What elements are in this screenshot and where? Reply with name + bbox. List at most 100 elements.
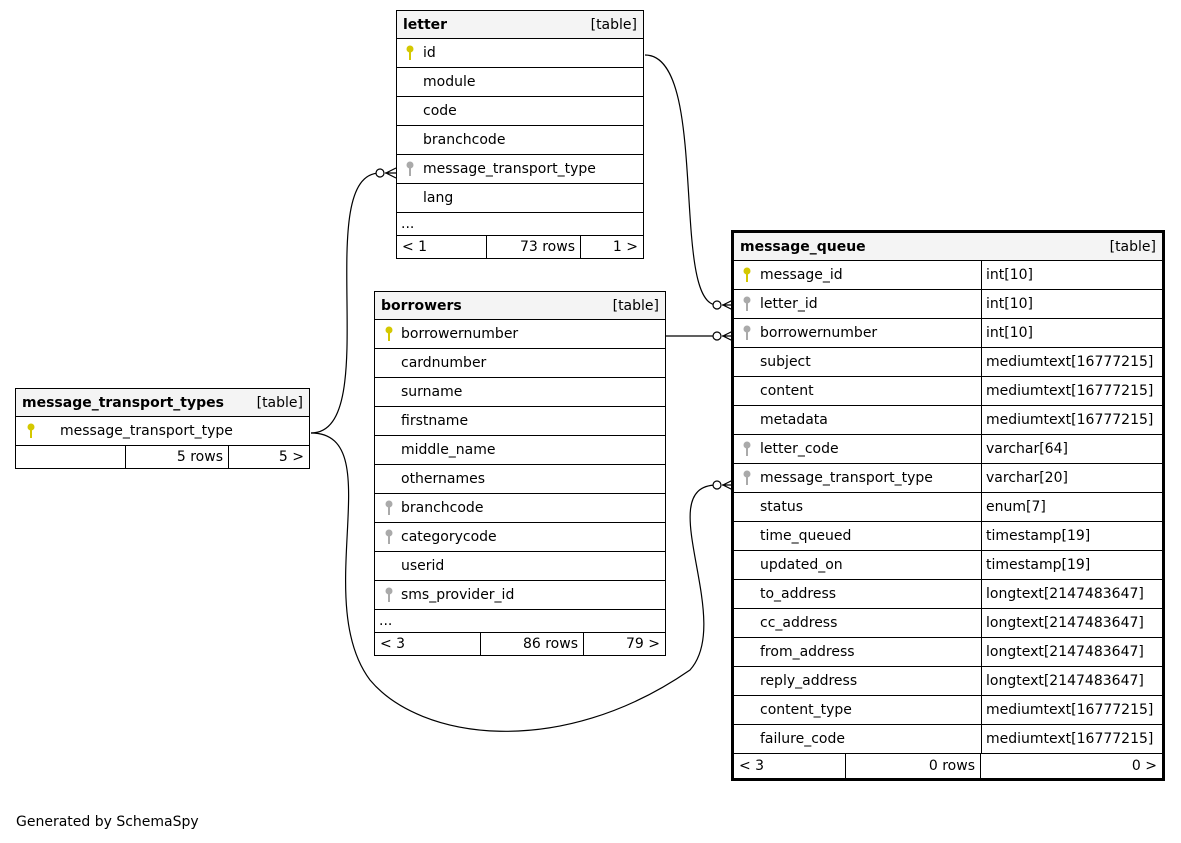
column-name: middle_name: [401, 442, 496, 458]
foreign-key-icon: [384, 587, 394, 607]
column-name: reply_address: [760, 673, 858, 689]
column-row[interactable]: letter_code varchar[64]: [734, 435, 1162, 464]
column-type: mediumtext[16777215]: [981, 725, 1162, 753]
column-name: lang: [423, 190, 454, 206]
column-name: message_transport_type: [60, 423, 233, 439]
column-row[interactable]: cc_address longtext[2147483647]: [734, 609, 1162, 638]
column-name: cc_address: [760, 615, 838, 631]
foreign-key-icon: [742, 296, 752, 316]
foreign-key-icon: [742, 325, 752, 345]
column-type: timestamp[19]: [981, 551, 1162, 579]
column-type: longtext[2147483647]: [981, 609, 1162, 637]
column-row[interactable]: categorycode: [375, 523, 665, 552]
children-count[interactable]: 5 >: [278, 449, 304, 465]
column-row[interactable]: branchcode: [375, 494, 665, 523]
column-name: module: [423, 74, 476, 90]
column-name: from_address: [760, 644, 855, 660]
table-name: message_queue: [740, 238, 866, 255]
row-count: 0 rows: [846, 754, 981, 778]
column-name: subject: [760, 354, 811, 370]
children-count[interactable]: 79 >: [626, 636, 660, 652]
column-name: status: [760, 499, 804, 515]
parents-count[interactable]: [16, 446, 126, 468]
column-name: branchcode: [401, 500, 484, 516]
foreign-key-icon: [384, 500, 394, 520]
column-name: userid: [401, 558, 445, 574]
primary-key-icon: [26, 423, 36, 443]
column-name: content: [760, 383, 814, 399]
table-footer: < 1 73 rows 1 >: [397, 236, 643, 258]
column-row[interactable]: module: [397, 68, 643, 97]
column-row[interactable]: branchcode: [397, 126, 643, 155]
generator-caption: Generated by SchemaSpy: [16, 814, 199, 830]
row-count: 73 rows: [487, 236, 581, 258]
column-type: varchar[64]: [981, 435, 1162, 463]
column-name: code: [423, 103, 457, 119]
table-name: borrowers: [381, 297, 462, 314]
edge-transport-types-to-message-queue: [310, 432, 718, 732]
parents-count[interactable]: < 1: [397, 236, 487, 258]
column-row[interactable]: othernames: [375, 465, 665, 494]
column-type: int[10]: [981, 261, 1162, 289]
column-type: longtext[2147483647]: [981, 638, 1162, 666]
table-borrowers[interactable]: borrowers [table] borrowernumber cardnum…: [374, 291, 666, 656]
table-kind: [table]: [612, 297, 659, 314]
children-count[interactable]: 1 >: [612, 239, 638, 255]
table-header: message_transport_types [table]: [16, 389, 309, 417]
table-header: message_queue [table]: [734, 233, 1162, 261]
table-letter[interactable]: letter [table] id module code branchcode…: [396, 10, 644, 259]
foreign-key-icon: [742, 470, 752, 490]
row-count: 5 rows: [126, 446, 229, 468]
table-name: letter: [403, 16, 448, 33]
column-type: varchar[20]: [981, 464, 1162, 492]
table-footer: < 3 86 rows 79 >: [375, 633, 665, 655]
table-footer: < 3 0 rows 0 >: [734, 754, 1162, 778]
column-row[interactable]: surname: [375, 378, 665, 407]
primary-key-icon: [742, 267, 752, 287]
column-row[interactable]: code: [397, 97, 643, 126]
children-count[interactable]: 0 >: [1131, 758, 1157, 774]
column-row[interactable]: from_address longtext[2147483647]: [734, 638, 1162, 667]
edge-transport-types-to-letter: [310, 172, 381, 434]
parents-count[interactable]: < 3: [734, 754, 846, 778]
column-name: branchcode: [423, 132, 506, 148]
edge-letter-to-message-queue: [644, 54, 718, 306]
column-row[interactable]: firstname: [375, 407, 665, 436]
column-row[interactable]: message_transport_type: [397, 155, 643, 184]
column-row[interactable]: borrowernumber: [375, 320, 665, 349]
column-row[interactable]: userid: [375, 552, 665, 581]
column-name: letter_code: [760, 441, 839, 457]
table-kind: [table]: [590, 16, 637, 33]
parents-count[interactable]: < 3: [375, 633, 481, 655]
column-row[interactable]: middle_name: [375, 436, 665, 465]
column-row[interactable]: cardnumber: [375, 349, 665, 378]
column-row[interactable]: lang: [397, 184, 643, 213]
table-message-transport-types[interactable]: message_transport_types [table] message_…: [15, 388, 310, 469]
more-columns-indicator: ...: [375, 610, 665, 633]
foreign-key-icon: [405, 161, 415, 181]
table-footer: 5 rows 5 >: [16, 446, 309, 468]
column-name: message_transport_type: [423, 161, 596, 177]
table-name: message_transport_types: [22, 394, 224, 411]
column-row[interactable]: message_transport_type: [16, 417, 309, 446]
column-name: othernames: [401, 471, 486, 487]
column-row[interactable]: id: [397, 39, 643, 68]
column-row[interactable]: sms_provider_id: [375, 581, 665, 610]
